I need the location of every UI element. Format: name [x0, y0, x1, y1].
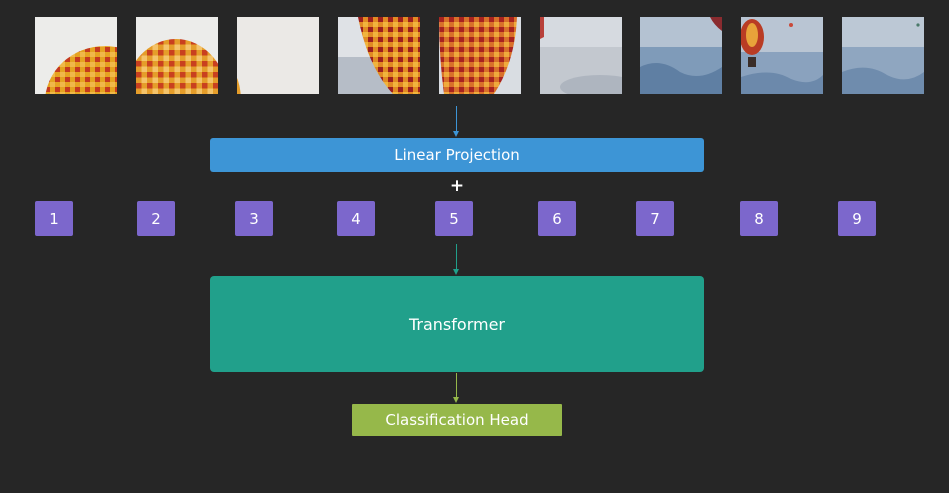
position-label: 5 [449, 209, 459, 228]
embeddings-to-transformer-arrow [453, 244, 459, 275]
classification-head-label: Classification Head [385, 411, 529, 429]
image-patch-8 [741, 17, 823, 94]
image-patch-1 [35, 17, 117, 94]
position-label: 6 [552, 209, 562, 228]
patches-to-projection-arrow [453, 106, 459, 137]
image-patch-5 [439, 17, 521, 94]
position-label: 7 [650, 209, 660, 228]
position-label: 1 [49, 209, 59, 228]
position-label: 8 [754, 209, 764, 228]
position-embedding-5: 5 [435, 201, 473, 236]
image-patch-2 [136, 17, 218, 94]
image-patch-9 [842, 17, 924, 94]
linear-projection-label: Linear Projection [394, 146, 520, 164]
transformer-box: Transformer [210, 276, 704, 372]
position-label: 2 [151, 209, 161, 228]
image-patch-7 [640, 17, 722, 94]
position-embedding-8: 8 [740, 201, 778, 236]
position-label: 9 [852, 209, 862, 228]
position-embedding-2: 2 [137, 201, 175, 236]
position-label: 3 [249, 209, 259, 228]
transformer-label: Transformer [408, 314, 505, 334]
position-embedding-1: 1 [35, 201, 73, 236]
linear-projection-box: Linear Projection [210, 138, 704, 172]
image-patch-6 [540, 17, 622, 94]
position-embedding-9: 9 [838, 201, 876, 236]
position-embedding-3: 3 [235, 201, 273, 236]
position-embedding-4: 4 [337, 201, 375, 236]
classification-head-box: Classification Head [352, 404, 562, 436]
transformer-to-head-arrow [453, 373, 459, 403]
position-embedding-7: 7 [636, 201, 674, 236]
plus-sign: + [449, 176, 465, 196]
position-label: 4 [351, 209, 361, 228]
image-patch-4 [338, 17, 420, 94]
image-patch-3 [237, 17, 319, 94]
position-embedding-6: 6 [538, 201, 576, 236]
